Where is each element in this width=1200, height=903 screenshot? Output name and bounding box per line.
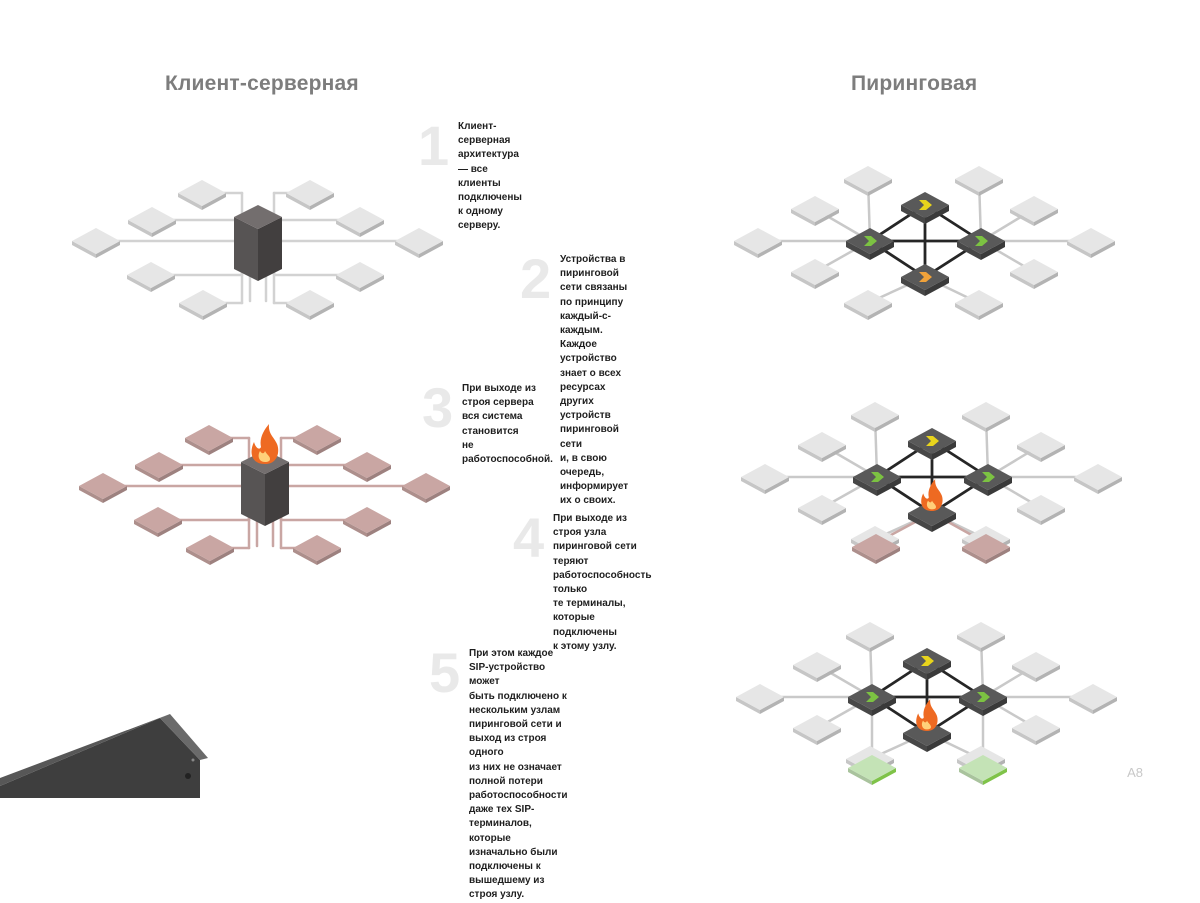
terminal-icon [734, 228, 782, 258]
terminal-icon [1012, 715, 1060, 745]
terminal-icon [128, 207, 176, 237]
terminal-icon [135, 452, 183, 482]
terminal-icon [798, 495, 846, 525]
terminal-icon [402, 473, 450, 503]
terminal-icon [343, 507, 391, 537]
step-text: При выходе из строя узла пиринговой сети… [553, 513, 652, 652]
client-server-failure-diagram [79, 424, 450, 565]
terminal-icon [957, 622, 1005, 652]
peer-node-icon [959, 684, 1007, 716]
terminal-icon [793, 715, 841, 745]
peer-node-icon [901, 264, 949, 296]
terminal-icon [844, 290, 892, 320]
terminal-icon [286, 180, 334, 210]
server-icon [234, 205, 282, 281]
terminal-icon [962, 534, 1010, 564]
step-number: 1 [418, 114, 450, 177]
client-server-diagram [72, 180, 443, 320]
fire-icon [251, 424, 279, 464]
terminal-icon [1017, 495, 1065, 525]
terminal-icon [79, 473, 127, 503]
arrow-icon [977, 692, 990, 702]
terminal-icon [1017, 432, 1065, 462]
step-text: Клиент-серверная архитектура — все клиен… [458, 121, 522, 232]
peer-node-icon [853, 464, 901, 496]
peer-node-icon [846, 228, 894, 260]
peer-node-icon [908, 500, 956, 532]
peer-network-diagram [734, 166, 1115, 320]
terminal-icon [791, 196, 839, 226]
step-text: Устройства в пиринговой сети связаны по … [560, 254, 629, 507]
terminal-icon [178, 180, 226, 210]
terminal-icon [185, 425, 233, 455]
arrow-icon [871, 472, 884, 482]
arrow-icon [919, 272, 932, 282]
terminal-icon [791, 259, 839, 289]
fire-icon [921, 479, 943, 511]
terminal-icon [959, 755, 1007, 785]
arrow-icon [982, 472, 995, 482]
terminal-icon [798, 432, 846, 462]
peer-node-icon [901, 192, 949, 224]
step-text: При выходе из строя сервера вся система … [462, 383, 553, 466]
step-number: 5 [429, 641, 461, 704]
arrow-icon [864, 236, 877, 246]
terminal-icon [793, 652, 841, 682]
peer-node-icon [903, 720, 951, 752]
terminal-icon [851, 402, 899, 432]
peer-node-icon [908, 428, 956, 460]
terminal-icon [844, 166, 892, 196]
peer-node-icon [903, 648, 951, 680]
terminal-icon [336, 207, 384, 237]
terminal-icon [72, 228, 120, 258]
terminal-icon [846, 622, 894, 652]
page-number: A8 [1127, 765, 1143, 780]
heading-client-server: Клиент-серверная [165, 72, 359, 95]
terminal-icon [848, 755, 896, 785]
terminal-icon [741, 464, 789, 494]
terminal-icon [955, 290, 1003, 320]
terminal-icon [395, 228, 443, 258]
terminal-icon [336, 262, 384, 292]
terminal-icon [1010, 196, 1058, 226]
terminal-icon [1012, 652, 1060, 682]
terminal-icon [127, 262, 175, 292]
terminal-icon [1074, 464, 1122, 494]
terminal-icon [955, 166, 1003, 196]
terminal-icon [736, 684, 784, 714]
terminal-icon [293, 535, 341, 565]
arrow-icon [926, 436, 939, 446]
terminal-icon [293, 425, 341, 455]
arrow-icon [975, 236, 988, 246]
terminal-icon [286, 290, 334, 320]
terminal-icon [343, 452, 391, 482]
terminal-icon [1069, 684, 1117, 714]
peer-network-redundant-diagram [736, 622, 1117, 785]
peer-node-icon [964, 464, 1012, 496]
peer-node-icon [957, 228, 1005, 260]
arrow-icon [866, 692, 879, 702]
device-corner-decoration [0, 714, 208, 798]
architecture-diagrams [0, 166, 1122, 798]
arrow-icon [919, 200, 932, 210]
fire-icon [916, 699, 938, 731]
peer-node-icon [848, 684, 896, 716]
terminal-icon [1067, 228, 1115, 258]
step-number: 3 [422, 376, 454, 439]
terminal-icon [1010, 259, 1058, 289]
terminal-icon [186, 535, 234, 565]
terminal-icon [962, 402, 1010, 432]
step-number: 4 [513, 506, 545, 569]
terminal-icon [852, 534, 900, 564]
step-number: 2 [520, 247, 552, 310]
arrow-icon [921, 656, 934, 666]
terminal-icon [134, 507, 182, 537]
peer-network-node-failure-diagram [741, 402, 1122, 564]
terminal-icon [179, 290, 227, 320]
heading-peer-to-peer: Пиринговая [851, 72, 978, 95]
